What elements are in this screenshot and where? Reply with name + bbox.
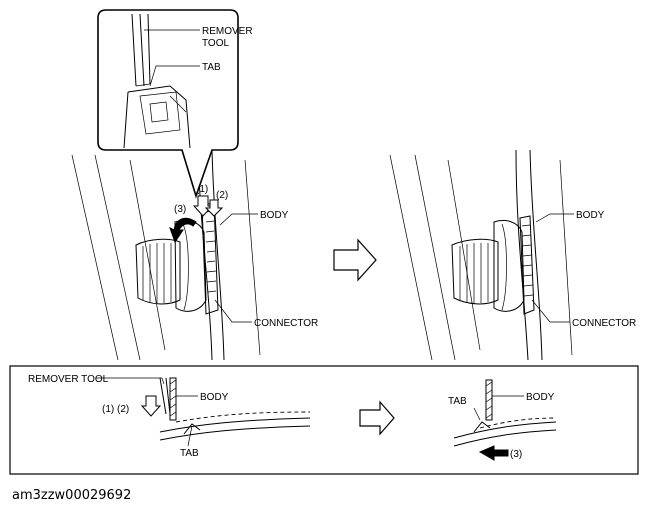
- connector-label-right: CONNECTOR: [572, 318, 636, 329]
- bottom-next-step-arrow-icon: [359, 400, 395, 436]
- body-label-bottom-right: BODY: [526, 392, 555, 403]
- tab-label-bottom-right: TAB: [448, 396, 467, 407]
- arrow-step3-bottom-icon: [478, 445, 509, 461]
- cross-section-right: TAB BODY (3): [448, 379, 557, 461]
- boot-grommet-left: [135, 219, 207, 312]
- step2-label: (2): [216, 190, 228, 201]
- cross-section-box: [9, 365, 639, 475]
- body-label-bottom-left: BODY: [200, 392, 229, 403]
- boot-grommet-right: [451, 219, 525, 312]
- right-illustration: BODY CONNECTOR: [389, 149, 636, 361]
- connector-right: [519, 215, 535, 315]
- step3-label-bottom: (3): [510, 449, 522, 460]
- reference-code: am3zzw00029692: [12, 488, 131, 503]
- arrow-step3-icon: [169, 217, 197, 244]
- steps12-label-bottom: (1) (2): [102, 404, 129, 415]
- remover-tool-label-top-line1: REMOVER: [202, 26, 253, 37]
- tab-label-bottom-left: TAB: [180, 448, 199, 459]
- left-illustration: (1) (2) (3) BODY CONNECTOR: [71, 149, 318, 361]
- remover-tool-label-top-line2: TOOL: [202, 38, 229, 49]
- arrow-step2-icon: [204, 199, 224, 217]
- step3-label: (3): [174, 204, 186, 215]
- detail-callout: REMOVER TOOL TAB: [97, 9, 253, 199]
- connector-label-left: CONNECTOR: [254, 318, 318, 329]
- remover-tool-label-bottom: REMOVER TOOL: [28, 374, 109, 385]
- cross-section-left: REMOVER TOOL BODY (1) (2) TAB: [28, 374, 311, 459]
- body-label-left: BODY: [260, 210, 289, 221]
- step1-label: (1): [196, 184, 208, 195]
- arrow-step1-icon: [192, 195, 214, 217]
- arrow-steps12-icon: [140, 395, 162, 417]
- tab-label-top: TAB: [202, 62, 221, 73]
- body-label-right: BODY: [576, 210, 605, 221]
- next-step-arrow-icon: [333, 238, 377, 282]
